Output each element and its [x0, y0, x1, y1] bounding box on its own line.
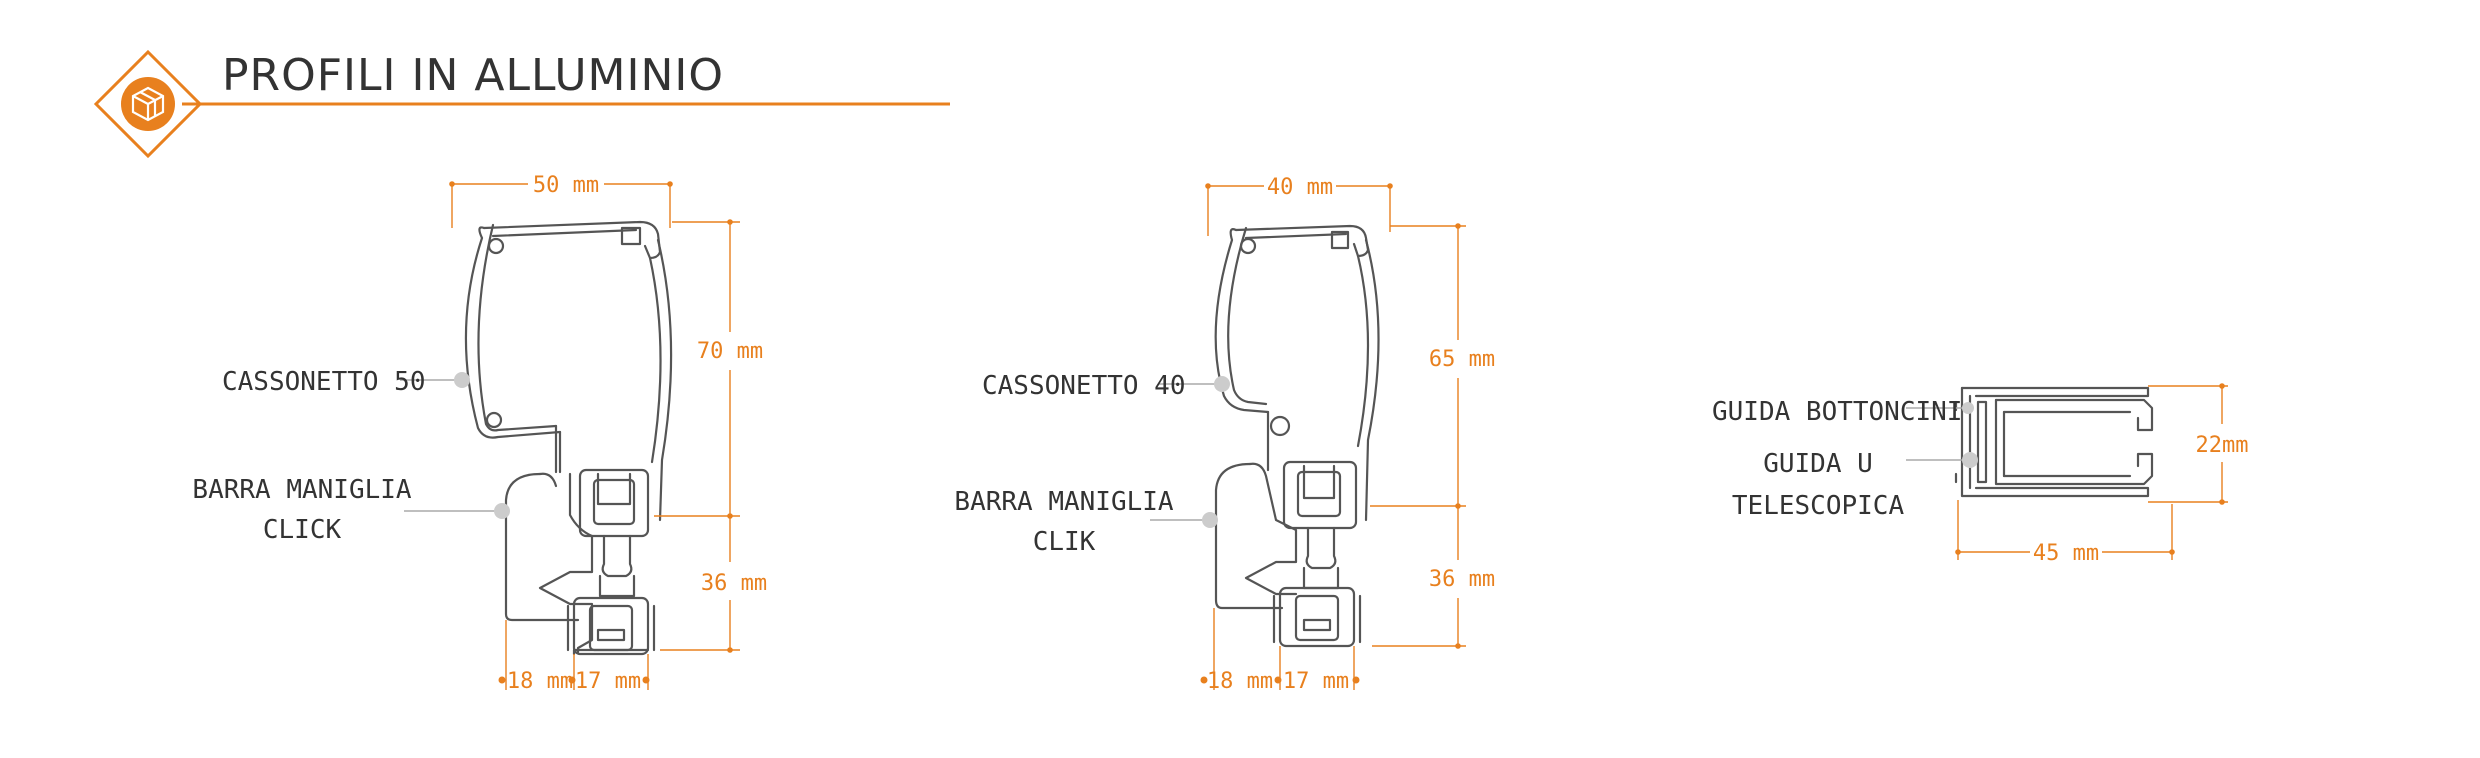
label-barra-maniglia: BARRA MANIGLIA	[954, 487, 1173, 517]
dim-label-36mm: 36 mm	[1429, 567, 1495, 592]
label-click: CLICK	[263, 515, 342, 545]
barra-maniglia-clik-shape	[1214, 460, 1362, 648]
dim-label-50mm: 50 mm	[533, 173, 599, 198]
label-cassonetto-50: CASSONETTO 50	[222, 367, 426, 397]
dim-label-17mm: 17 mm	[1283, 669, 1349, 694]
dimension-height-36	[1372, 506, 1466, 649]
label-telescopica: TELESCOPICA	[1732, 491, 1905, 521]
profile-cassonetto-40: CASSONETTO 40 BARRA MANIGLIA CLIK 40 mm …	[954, 175, 1495, 694]
dimension-height-22	[2148, 383, 2228, 505]
barra-maniglia-click-shape	[504, 468, 656, 656]
dim-label-18mm: 18 mm	[1207, 669, 1273, 694]
dim-label-70mm: 70 mm	[697, 339, 763, 364]
dim-label-65mm: 65 mm	[1429, 347, 1495, 372]
dimension-height-70	[654, 219, 740, 519]
dimension-height-36	[660, 516, 740, 653]
leader-dot	[1214, 376, 1230, 392]
dim-label-36mm: 36 mm	[701, 571, 767, 596]
label-guida-u: GUIDA U	[1763, 449, 1873, 479]
dim-label-22mm: 22mm	[2196, 433, 2249, 458]
leader-dot	[1962, 452, 1978, 468]
dimension-width-50	[449, 181, 673, 228]
dimension-height-65	[1370, 223, 1466, 509]
leader-dot	[1202, 512, 1218, 528]
leader-dot	[494, 503, 510, 519]
dim-label-17mm: 17 mm	[575, 669, 641, 694]
cassonetto-40-shape	[1214, 224, 1380, 522]
page-title: PROFILI IN ALLUMINIO	[222, 50, 724, 101]
leader-dot	[454, 372, 470, 388]
dim-label-45mm: 45 mm	[2033, 541, 2099, 566]
cassonetto-50-shape	[464, 220, 673, 522]
dimension-width-45	[1955, 500, 2175, 560]
label-clik: CLIK	[1033, 527, 1096, 557]
dim-label-40mm: 40 mm	[1267, 175, 1333, 200]
cube-in-diamond-icon	[93, 49, 203, 159]
label-cassonetto-40: CASSONETTO 40	[982, 371, 1186, 401]
profile-guida: GUIDA BOTTONCINI GUIDA U TELESCOPICA 22m…	[1712, 383, 2249, 566]
profile-cassonetto-50: CASSONETTO 50 BARRA MANIGLIA CLICK 50 mm…	[192, 173, 767, 694]
dimension-bottom	[1200, 608, 1360, 690]
leader-dot	[1962, 402, 1974, 414]
label-guida-bottoncini: GUIDA BOTTONCINI	[1712, 397, 1962, 427]
dim-label-18mm: 18 mm	[507, 669, 573, 694]
dimension-width-40	[1205, 183, 1393, 236]
label-barra-maniglia: BARRA MANIGLIA	[192, 475, 411, 505]
guida-shape	[1954, 386, 2154, 498]
dimension-bottom	[498, 620, 650, 690]
